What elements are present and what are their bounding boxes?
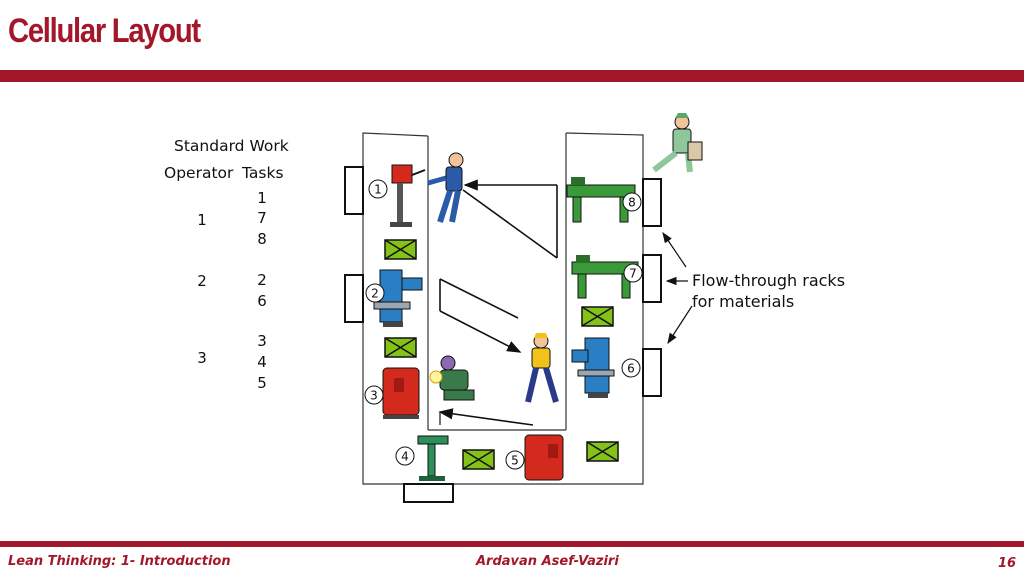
flow-rack — [642, 348, 662, 397]
table-header-standard-work: Standard Work — [174, 137, 289, 155]
material-handler-icon — [652, 113, 703, 173]
station-marker: 7 — [623, 263, 643, 283]
station-marker: 4 — [395, 446, 415, 466]
slide-title: Cellular Layout — [8, 12, 201, 50]
flow-rack — [642, 178, 662, 227]
drill-press-icon — [390, 164, 426, 227]
operator-2-path — [439, 278, 522, 353]
svg-text:1: 1 — [374, 183, 382, 197]
station-marker: 1 — [368, 179, 388, 199]
flow-racks-annotation: Flow-through racks for materials — [692, 270, 845, 312]
wip-boxes — [384, 239, 619, 470]
flow-rack — [403, 483, 454, 503]
svg-text:7: 7 — [629, 267, 637, 281]
station-marker: 3 — [364, 385, 384, 405]
footer-author: Ardavan Asef-Vaziri — [476, 554, 619, 569]
station-markers: 1 2 3 4 5 6 7 8 — [364, 179, 643, 470]
flow-rack — [642, 254, 662, 303]
page-number: 16 — [998, 556, 1017, 571]
operator-3-task: 4 — [257, 353, 267, 371]
flow-through-racks — [344, 166, 662, 503]
milling-machine-icon — [571, 337, 615, 398]
wip-box-icon — [384, 337, 417, 358]
operator-1-icon — [427, 152, 464, 223]
flow-rack — [344, 166, 364, 215]
operator-3-icon — [429, 355, 475, 401]
operator-3-task: 5 — [257, 374, 267, 392]
operator-1-task: 7 — [257, 209, 267, 227]
cell-outline — [362, 132, 644, 485]
table-header-tasks: Tasks — [242, 164, 284, 182]
svg-text:2: 2 — [371, 287, 379, 301]
operator-1-label: 1 — [197, 211, 207, 229]
flow-rack — [344, 274, 364, 323]
station-marker: 8 — [622, 192, 642, 212]
svg-text:8: 8 — [628, 196, 636, 210]
operator-2-task: 6 — [257, 292, 267, 310]
operator-1-task: 1 — [257, 189, 267, 207]
wip-box-icon — [384, 239, 417, 260]
operator-3-label: 3 — [197, 349, 207, 367]
footer-bar — [0, 541, 1024, 547]
svg-text:3: 3 — [370, 389, 378, 403]
svg-text:6: 6 — [627, 362, 635, 376]
title-underline-bar — [0, 70, 1024, 82]
svg-text:5: 5 — [511, 454, 519, 468]
operator-2-icon — [525, 333, 559, 403]
wip-box-icon — [581, 306, 614, 327]
rack-callout-arrows — [662, 232, 693, 345]
lathe-icon — [571, 255, 639, 299]
operator-3-path — [438, 408, 534, 426]
station-marker: 5 — [505, 450, 525, 470]
operator-1-task: 8 — [257, 230, 267, 248]
footer-course-title: Lean Thinking: 1- Introduction — [8, 554, 231, 569]
wip-box-icon — [462, 449, 495, 470]
annotation-line: Flow-through racks — [692, 271, 846, 290]
operator-3-task: 3 — [257, 332, 267, 350]
station-marker: 6 — [621, 358, 641, 378]
annotation-line: for materials — [692, 292, 795, 311]
lathe-icon — [566, 177, 636, 223]
station-marker: 2 — [365, 283, 385, 303]
operator-2-task: 2 — [257, 271, 267, 289]
table-header-operator: Operator — [164, 164, 234, 182]
svg-text:4: 4 — [401, 450, 409, 464]
red-cabinet-machine-icon — [524, 434, 564, 481]
operator-2-label: 2 — [197, 272, 207, 290]
red-cabinet-machine-icon — [382, 367, 420, 419]
milling-machine-icon — [373, 269, 423, 327]
operator-1-path — [462, 179, 558, 259]
drill-press-icon — [417, 435, 449, 481]
wip-box-icon — [586, 441, 619, 462]
